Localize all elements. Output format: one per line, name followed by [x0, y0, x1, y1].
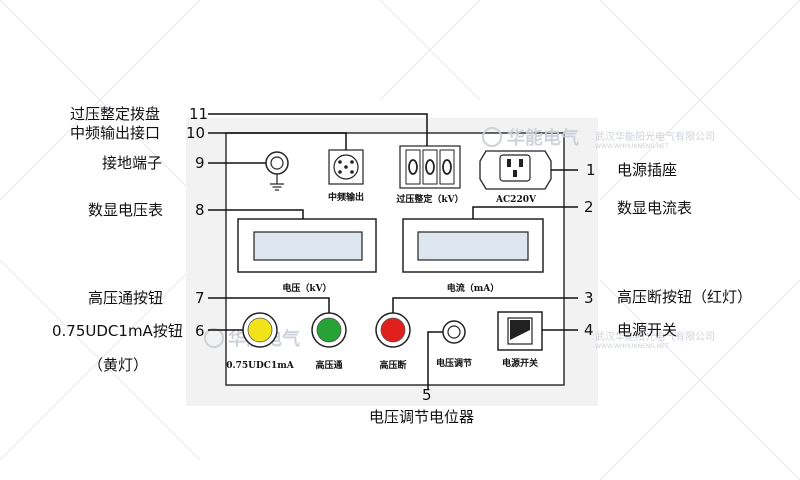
callout-label-7: 高压通按钮 [88, 289, 163, 307]
hv-off-red-button[interactable] [375, 312, 411, 348]
callout-label-9: 接地端子 [102, 154, 162, 172]
callout-num-9: 9 [195, 154, 205, 172]
hv-on-green-button[interactable] [311, 312, 347, 348]
socket-label: AC220V [495, 195, 537, 205]
watermark-group: 华能电气 武汉华能阳光电气有限公司 WWW.WHHUANENG.NET 华能电气… [204, 127, 715, 350]
leader-lines [208, 113, 578, 390]
ov-dial-label: 过压整定（kV） [396, 193, 463, 205]
voltmeter-label: 电压（kV） [282, 282, 331, 294]
watermark-site-3: WWW.WHHUANENG.NET [595, 343, 669, 350]
watermark-company-3: 武汉华能阳光电气有限公司 [595, 330, 715, 343]
switch-label: 电源开关 [502, 357, 538, 369]
watermark-company: 武汉华能阳光电气有限公司 [595, 130, 715, 143]
voltage-potentiometer-knob[interactable] [442, 320, 466, 344]
callout-num-3: 3 [584, 289, 594, 307]
callout-label-10: 中频输出接口 [70, 124, 160, 142]
callout-label-1: 电源插座 [617, 161, 677, 179]
callout-label-6b: （黄灯） [88, 356, 148, 374]
callout-label-2: 数显电流表 [617, 199, 692, 217]
ground-icon [270, 174, 284, 191]
callout-num-11: 11 [189, 105, 208, 123]
callout-label-3: 高压断按钮（红灯） [617, 288, 752, 306]
watermark-brand: 华能电气 [507, 127, 579, 149]
callout-num-10: 10 [186, 124, 205, 142]
knob-label: 电压调节 [436, 357, 472, 369]
power-switch[interactable] [497, 311, 543, 351]
callout-label-11: 过压整定拨盘 [70, 105, 160, 123]
ov-dial-switch[interactable] [399, 145, 461, 189]
voltage-meter-display [237, 218, 377, 273]
callout-label-5: 电压调节电位器 [369, 408, 474, 426]
ammeter-label: 电流（mA） [447, 282, 500, 294]
callout-num-7: 7 [195, 289, 205, 307]
green-button-label: 高压通 [315, 359, 342, 371]
switch-icon [507, 317, 533, 345]
callout-num-8: 8 [195, 201, 205, 219]
ground-terminal[interactable] [265, 151, 289, 191]
callout-num-5: 5 [422, 386, 432, 404]
callout-num-4: 4 [584, 321, 594, 339]
callout-label-6: 0.75UDC1mA按钮 [52, 322, 183, 340]
current-meter-display [402, 218, 544, 273]
udc-yellow-button[interactable] [242, 312, 278, 348]
callout-num-6: 6 [195, 322, 205, 340]
callout-num-1: 1 [586, 161, 596, 179]
callout-label-8: 数显电压表 [88, 201, 163, 219]
mf-output-label: 中频输出 [328, 191, 364, 203]
red-button-label: 高压断 [379, 359, 406, 371]
watermark-logo-icon [204, 127, 502, 348]
power-socket-icon[interactable] [479, 150, 552, 190]
watermark-site: WWW.WHHUANENG.NET [595, 143, 669, 150]
mf-output-connector[interactable] [328, 149, 364, 185]
yellow-button-label: 0.75UDC1mA [226, 361, 295, 371]
callout-num-2: 2 [584, 198, 594, 216]
callout-label-4: 电源开关 [617, 321, 677, 339]
